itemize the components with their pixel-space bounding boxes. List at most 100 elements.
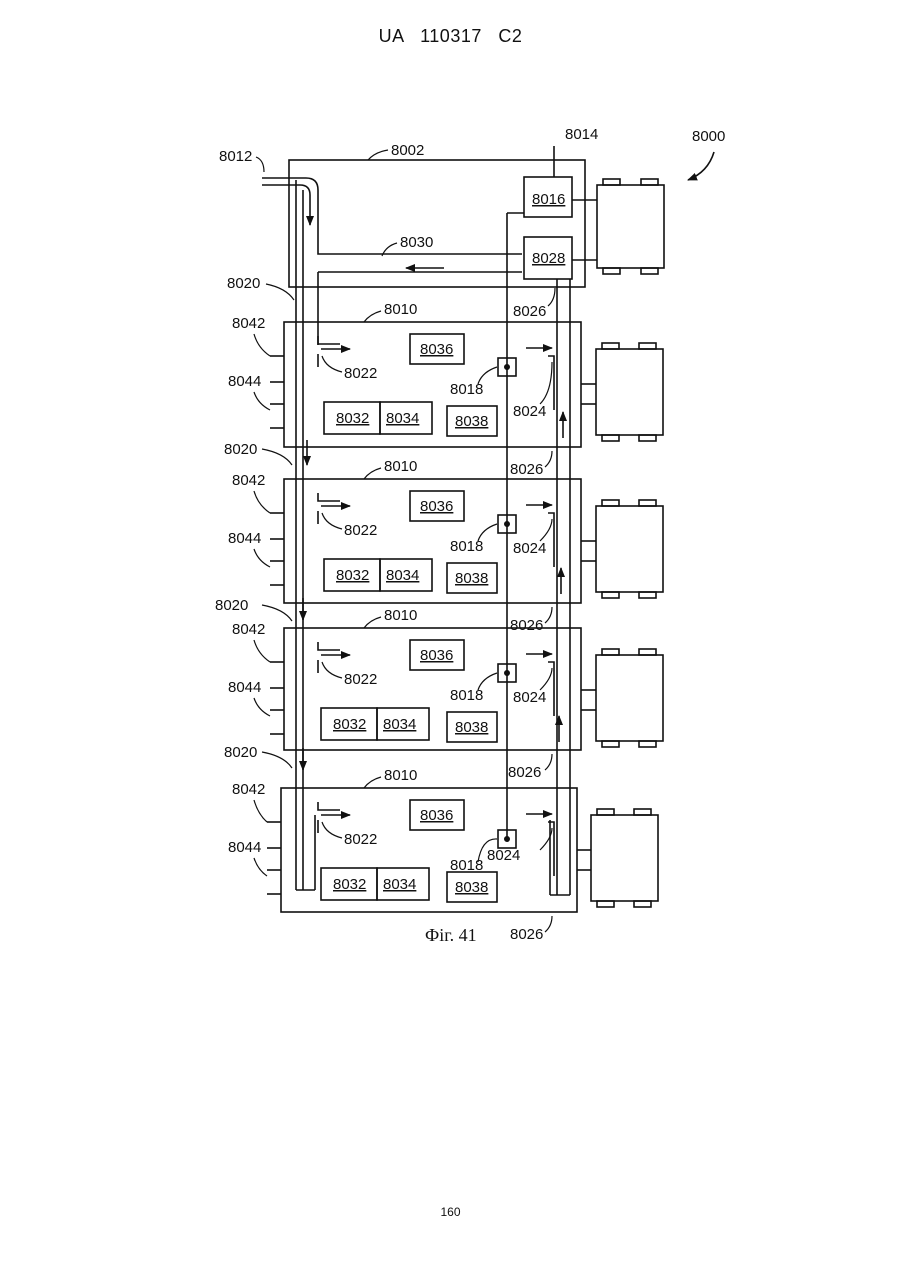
- label-box-8036: 8036: [420, 807, 453, 824]
- leader-riser: [262, 449, 292, 465]
- label-8024: 8024: [513, 403, 546, 420]
- leader-feed: [545, 916, 552, 932]
- label-8024: 8024: [513, 689, 546, 706]
- label-box-8032: 8032: [333, 716, 366, 733]
- label-box-8034: 8034: [386, 567, 419, 584]
- figure-caption: Фіг. 41: [425, 925, 477, 945]
- server-foot: [634, 809, 651, 815]
- leader-frame: [368, 150, 388, 160]
- leader-feed: [545, 451, 552, 467]
- label-8044: 8044: [228, 373, 261, 390]
- label-8022: 8022: [344, 522, 377, 539]
- outlet-manifold: [548, 513, 554, 567]
- label-box-8038: 8038: [455, 719, 488, 736]
- leader-feed: [545, 754, 552, 770]
- system-pointer: [688, 152, 714, 180]
- server-foot: [639, 343, 656, 349]
- leader-8042: [254, 334, 270, 356]
- server-foot: [634, 901, 651, 907]
- server-foot: [639, 741, 656, 747]
- inlet-manifold: [318, 802, 340, 810]
- server-foot: [602, 500, 619, 506]
- node-dot: [505, 365, 509, 369]
- leader-8042: [254, 491, 270, 513]
- label-inlet: 8012: [219, 148, 252, 165]
- label-box-8034: 8034: [383, 876, 416, 893]
- leader-rack: [364, 777, 381, 788]
- label-box-8038: 8038: [455, 879, 488, 896]
- leader-8022: [322, 513, 342, 529]
- label-riser: 8020: [215, 597, 248, 614]
- label-return-line: 8030: [400, 234, 433, 251]
- server-foot: [639, 435, 656, 441]
- leader-8042: [254, 800, 267, 822]
- label-box-8038: 8038: [455, 413, 488, 430]
- leader-rack: [364, 617, 381, 628]
- server-foot: [602, 741, 619, 747]
- leader-rack: [364, 468, 381, 479]
- label-box-8032: 8032: [336, 567, 369, 584]
- label-riser: 8020: [227, 275, 260, 292]
- leader-8024: [540, 362, 552, 404]
- label-8024: 8024: [487, 847, 520, 864]
- inlet-manifold: [318, 336, 340, 344]
- outlet-manifold: [548, 822, 554, 876]
- label-feed: 8026: [510, 926, 543, 943]
- server-foot: [641, 179, 658, 185]
- server-module: [596, 349, 663, 435]
- leader-riser: [262, 605, 292, 621]
- inlet-manifold: [318, 642, 340, 650]
- leader-8022: [322, 662, 342, 678]
- leader-8044: [254, 549, 270, 567]
- label-riser: 8020: [224, 744, 257, 761]
- label-frame: 8002: [391, 142, 424, 159]
- leader-8044: [254, 698, 270, 716]
- server-foot: [603, 179, 620, 185]
- leader-rack: [364, 311, 381, 322]
- label-8044: 8044: [228, 530, 261, 547]
- label-8042: 8042: [232, 621, 265, 638]
- label-box-8034: 8034: [386, 410, 419, 427]
- label-8022: 8022: [344, 671, 377, 688]
- label-rack: 8010: [384, 301, 417, 318]
- label-box-8036: 8036: [420, 647, 453, 664]
- inlet-manifold: [318, 493, 340, 501]
- label-8042: 8042: [232, 781, 265, 798]
- server-foot: [602, 592, 619, 598]
- leader-8022: [322, 356, 342, 372]
- server-foot: [597, 809, 614, 815]
- server-foot: [602, 435, 619, 441]
- label-rack: 8010: [384, 767, 417, 784]
- leader-8044: [254, 392, 270, 410]
- leader-inlet: [256, 157, 264, 172]
- label-system: 8000: [692, 128, 725, 145]
- server-foot: [602, 649, 619, 655]
- page-number: 160: [0, 1205, 901, 1219]
- leader-feed: [548, 288, 555, 306]
- leader-8024: [540, 519, 552, 541]
- server-foot: [639, 592, 656, 598]
- leader-8044: [254, 858, 267, 876]
- label-box-8038: 8038: [455, 570, 488, 587]
- server-module: [596, 506, 663, 592]
- node-dot: [505, 671, 509, 675]
- label-box-8028: 8028: [532, 250, 565, 267]
- node-dot: [505, 522, 509, 526]
- label-box-8016: 8016: [532, 191, 565, 208]
- outlet-manifold: [548, 356, 554, 410]
- label-riser: 8020: [224, 441, 257, 458]
- label-box-8036: 8036: [420, 498, 453, 515]
- label-feed: 8026: [513, 303, 546, 320]
- label-feed: 8026: [510, 461, 543, 478]
- server-foot: [603, 268, 620, 274]
- label-feed: 8026: [508, 764, 541, 781]
- label-rack: 8010: [384, 607, 417, 624]
- leader-8022: [322, 822, 342, 838]
- leader-riser: [262, 752, 292, 768]
- node-dot: [505, 837, 509, 841]
- server-foot: [641, 268, 658, 274]
- server-module: [591, 815, 658, 901]
- label-8042: 8042: [232, 315, 265, 332]
- server-foot: [597, 901, 614, 907]
